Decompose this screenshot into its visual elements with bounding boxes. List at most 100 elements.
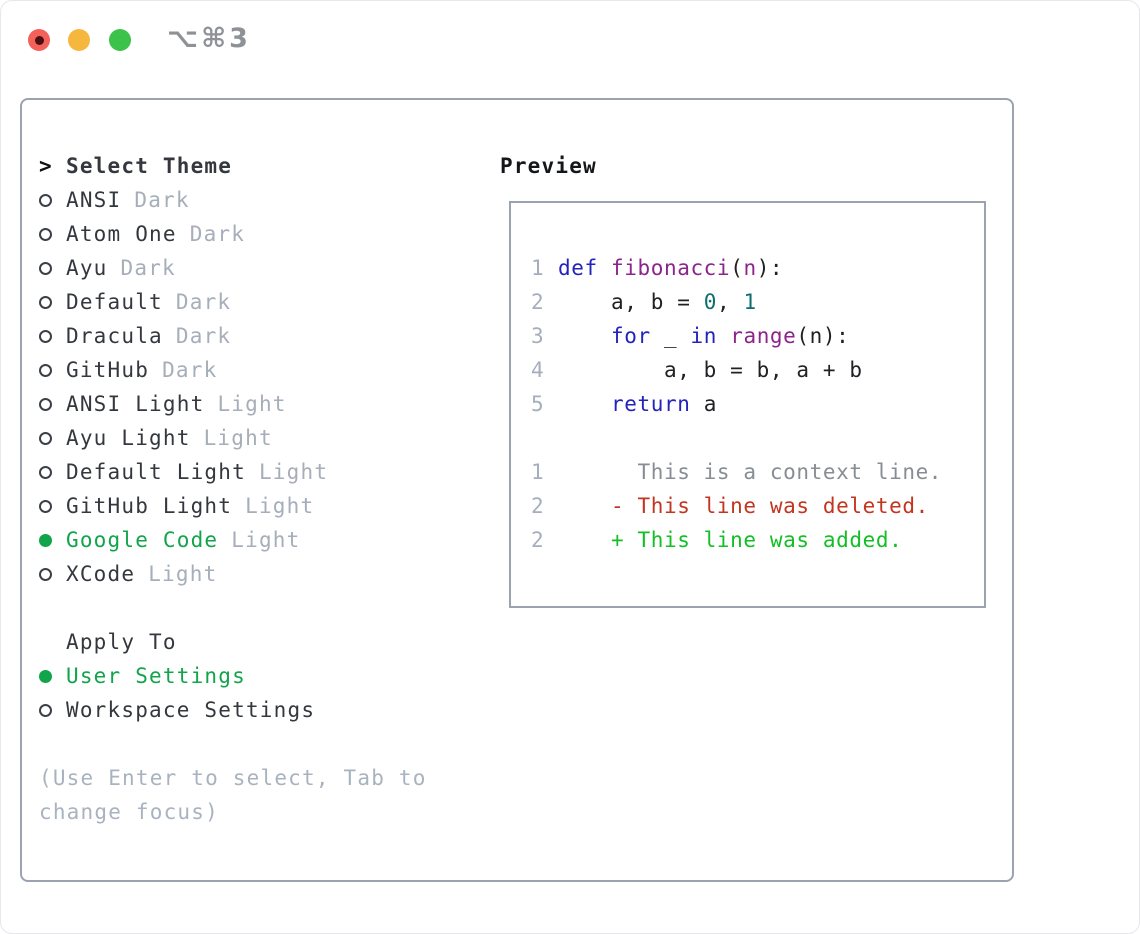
radio-icon: [39, 659, 66, 693]
apply-to-header-indent: [39, 625, 66, 659]
preview-blank-line: [531, 421, 984, 455]
theme-name: ANSI Light: [66, 392, 205, 416]
radio-unselected-icon: [39, 261, 52, 275]
theme-name: Atom One: [66, 222, 177, 246]
diff-text: - This line was deleted.: [558, 494, 929, 518]
radio-unselected-icon: [39, 193, 52, 207]
window-title: ⌥⌘3: [167, 23, 251, 54]
radio-icon: [39, 489, 66, 523]
minimize-button[interactable]: [68, 29, 90, 51]
apply-to-option[interactable]: Workspace Settings: [39, 693, 315, 727]
radio-unselected-icon: [39, 227, 52, 241]
apply-to-option[interactable]: User Settings: [39, 659, 315, 693]
diff-line: 1 This is a context line.: [531, 455, 984, 489]
code-line: 2 a, b = 0, 1: [531, 285, 984, 319]
theme-name: Default: [66, 290, 163, 314]
code-token: [598, 251, 611, 285]
line-number: 2: [531, 494, 545, 518]
theme-list-item[interactable]: XCode Light: [39, 557, 328, 591]
zoom-button[interactable]: [109, 29, 131, 51]
radio-unselected-icon: [39, 567, 52, 581]
radio-icon: [39, 217, 66, 251]
radio-unselected-icon: [39, 295, 52, 309]
theme-variant-tag: Light: [245, 494, 315, 518]
theme-list-item[interactable]: Default Dark: [39, 285, 328, 319]
radio-unselected-icon: [39, 363, 52, 377]
code-token: range: [730, 324, 797, 348]
theme-name: Ayu: [66, 256, 108, 280]
radio-icon: [39, 183, 66, 217]
apply-to-header: Apply To: [39, 625, 315, 659]
theme-list-item[interactable]: Atom One Dark: [39, 217, 328, 251]
diff-line: 2 - This line was deleted.: [531, 489, 984, 523]
code-token: return: [610, 392, 691, 416]
line-number: 4: [531, 358, 545, 382]
radio-unselected-icon: [39, 397, 52, 411]
code-token: [558, 319, 611, 353]
theme-name: Default Light: [66, 460, 246, 484]
theme-name: XCode: [66, 562, 136, 586]
radio-icon: [39, 421, 66, 455]
code-token: (n):: [796, 324, 850, 348]
code-token: for: [610, 324, 651, 348]
code-line: 5 return a: [531, 387, 984, 421]
diff-text: + This line was added.: [558, 528, 903, 552]
focus-marker-icon: >: [39, 154, 53, 178]
theme-list-header: >Select Theme: [39, 149, 328, 183]
line-number: 1: [531, 256, 545, 280]
radio-icon: [39, 353, 66, 387]
line-number: 2: [531, 290, 545, 314]
code-token: _: [650, 324, 691, 348]
close-button[interactable]: [28, 29, 50, 51]
theme-variant-tag: Light: [258, 460, 329, 484]
radio-selected-icon: [39, 669, 52, 683]
help-text: (Use Enter to select, Tab to change focu…: [39, 766, 427, 824]
line-number: 5: [531, 392, 545, 416]
radio-icon: [39, 285, 66, 319]
diff-text: This is a context line.: [558, 460, 943, 484]
theme-variant-tag: Light: [231, 528, 301, 552]
theme-list-item[interactable]: Default Light Light: [39, 455, 328, 489]
theme-variant-tag: Dark: [189, 222, 246, 246]
radio-unselected-icon: [39, 499, 52, 513]
code-token: a, b = b, a + b: [558, 358, 863, 382]
radio-icon: [39, 523, 66, 557]
radio-unselected-icon: [39, 329, 52, 343]
code-token: def: [558, 256, 598, 280]
line-number: 3: [531, 324, 545, 348]
theme-name: ANSI: [66, 188, 122, 212]
code-token: fibonacci: [610, 256, 731, 280]
code-token: 1: [743, 290, 757, 314]
code-token: ):: [756, 256, 784, 280]
code-token: 0: [703, 290, 717, 314]
line-number: 2: [531, 528, 545, 552]
theme-variant-tag: Dark: [175, 290, 232, 314]
code-token: (: [730, 256, 744, 280]
apply-to-option-label: User Settings: [66, 664, 246, 688]
code-token: n: [743, 256, 757, 280]
radio-icon: [39, 455, 66, 489]
apply-to-option-label: Workspace Settings: [66, 698, 316, 722]
theme-variant-tag: Light: [148, 562, 218, 586]
radio-icon: [39, 251, 66, 285]
radio-unselected-icon: [39, 465, 52, 479]
theme-name: GitHub: [66, 358, 150, 382]
theme-list-item[interactable]: Google Code Light: [39, 523, 328, 557]
theme-name: Dracula: [66, 324, 163, 348]
preview-heading: Preview: [500, 154, 597, 178]
theme-name: Google Code: [66, 528, 219, 552]
theme-name: Ayu Light: [66, 426, 191, 450]
code-token: a: [690, 392, 717, 416]
